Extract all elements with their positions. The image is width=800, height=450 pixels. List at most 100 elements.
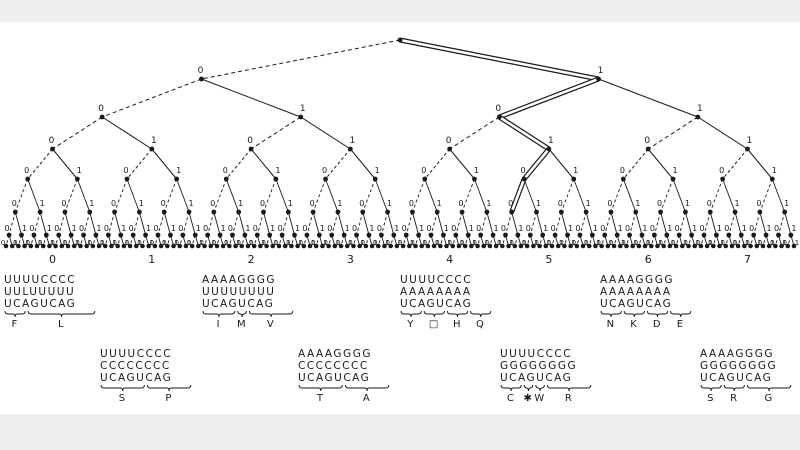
leaf-node — [140, 243, 145, 249]
edge-bit-1 — [138, 211, 147, 236]
codon-row-1: AAAAGGGG — [202, 274, 276, 286]
leaf-node — [431, 243, 437, 249]
tree-node — [124, 176, 130, 182]
tree-node — [478, 232, 484, 238]
leaf-node — [301, 243, 307, 249]
bit-label-1: 1 — [50, 239, 54, 247]
brace — [423, 310, 445, 318]
bit-label-0: 0 — [758, 239, 762, 247]
leaf-node — [779, 243, 784, 249]
tree-node — [738, 232, 744, 238]
edge-bit-1 — [709, 211, 717, 236]
leaf-node — [562, 243, 567, 249]
tree-node — [81, 232, 86, 238]
tree-node — [37, 209, 43, 215]
edge-bit-1 — [89, 211, 97, 236]
bit-label-1: 1 — [767, 224, 772, 233]
bit-label-1: 1 — [337, 199, 342, 208]
edge-bit-1 — [647, 148, 674, 180]
edge-bit-0 — [660, 178, 674, 213]
bit-label-1: 1 — [96, 224, 101, 233]
bit-label-1: 1 — [100, 239, 104, 247]
bit-label-1: 1 — [559, 239, 563, 247]
leaf-node — [59, 243, 65, 249]
edge-bit-1 — [39, 211, 47, 236]
edge-bit-1 — [300, 116, 351, 150]
codon-row-3: UCAGUCAG — [400, 298, 473, 310]
bit-label-1: 1 — [593, 224, 598, 233]
tree-node — [304, 232, 310, 238]
edge-bit-0 — [83, 211, 91, 236]
codon-row-2: GGGGGGGG — [700, 360, 778, 372]
edge-bit-1 — [126, 178, 140, 213]
edge-bit-1 — [598, 78, 699, 118]
leaf-node — [220, 243, 226, 249]
bit-label-1: 1 — [261, 239, 265, 247]
tree-node — [620, 176, 626, 182]
bit-label-1: 1 — [667, 224, 672, 233]
bit-label-1: 1 — [460, 239, 464, 247]
codon-row-2: UUUUUUUU — [202, 286, 276, 298]
brace — [298, 384, 343, 392]
tree-node — [267, 232, 273, 238]
bit-label-0: 0 — [249, 239, 253, 247]
tree-node — [366, 232, 372, 238]
bit-label-0: 0 — [719, 166, 724, 175]
bit-label-0: 0 — [600, 224, 605, 233]
leaf-node — [574, 243, 580, 249]
bit-label-1: 1 — [437, 199, 442, 208]
edge-bit-0 — [455, 211, 463, 236]
brace — [700, 384, 722, 392]
bit-label-1: 1 — [270, 224, 275, 233]
codon-row-1: AAAAGGGG — [298, 348, 372, 360]
leaf-node — [580, 243, 586, 249]
amino-acid-label: P — [165, 393, 173, 404]
codon-row-2: UULUUUUU — [4, 286, 76, 298]
leaf-node — [177, 243, 183, 249]
leaf-node — [251, 243, 257, 249]
amino-acid-label: T — [316, 393, 325, 404]
bit-label-0: 0 — [224, 239, 228, 247]
bit-label-1: 1 — [349, 136, 355, 146]
edge-bit-1 — [610, 211, 618, 236]
leaf-node — [586, 243, 592, 249]
edge-bit-0 — [505, 211, 513, 236]
brace — [400, 310, 422, 318]
highlight-path-edge — [523, 148, 550, 180]
leaf-node — [419, 243, 425, 249]
bit-label-1: 1 — [747, 136, 753, 146]
bit-label-1: 1 — [394, 224, 399, 233]
bit-label-0: 0 — [88, 239, 92, 247]
amino-acid-label: Q — [476, 319, 485, 330]
amino-acid-label: E — [677, 319, 685, 330]
brace — [100, 384, 145, 392]
tree-node — [354, 232, 359, 238]
tree-node — [633, 209, 639, 215]
bit-label-1: 1 — [548, 136, 554, 146]
bit-label-0: 0 — [448, 239, 452, 247]
bit-label-1: 1 — [40, 199, 45, 208]
bit-label-0: 0 — [125, 239, 129, 247]
leaf-node — [208, 243, 214, 249]
tree-node — [540, 232, 546, 238]
tree-node — [385, 209, 390, 215]
tree-node — [472, 176, 477, 182]
tree-node — [763, 232, 769, 238]
bit-label-0: 0 — [359, 199, 364, 208]
bit-label-0: 0 — [495, 104, 501, 114]
tree-node — [527, 232, 533, 238]
bit-label-1: 1 — [171, 224, 176, 233]
bit-label-0: 0 — [79, 224, 84, 233]
leaf-node — [444, 243, 449, 249]
tree-node — [757, 209, 763, 215]
edge-bit-0 — [163, 178, 178, 213]
leaf-node — [338, 243, 344, 249]
leaf-node — [121, 243, 127, 249]
